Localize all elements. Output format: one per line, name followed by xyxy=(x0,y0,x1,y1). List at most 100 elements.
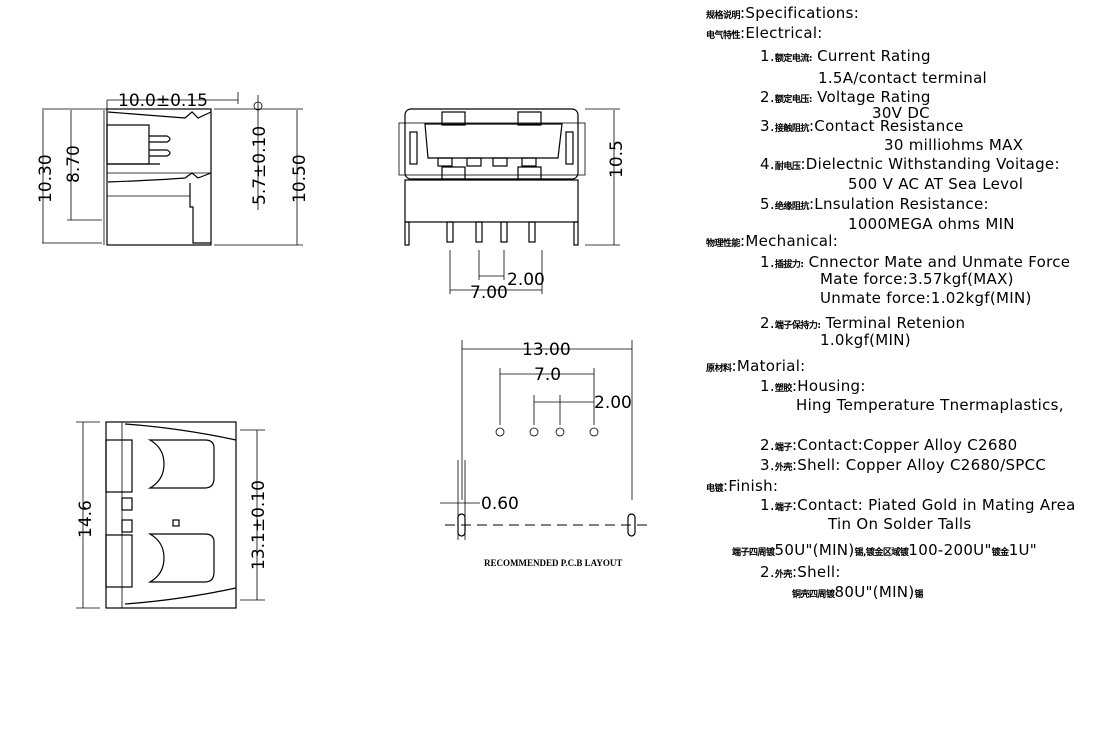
spec-text: :Contact: Piated Gold in Mating Area xyxy=(791,496,1076,514)
spec-cn: 电气特性 xyxy=(706,31,741,41)
spec-line: 电镀:Finish: xyxy=(706,477,778,498)
spec-prefix: 5. xyxy=(760,195,775,213)
dim-width: 10.0±0.15 xyxy=(118,91,208,111)
spec-line: 1.插拔力: Cnnector Mate and Unmate Force xyxy=(760,253,1070,274)
spec-line: 2.额定电压: Voltage Rating xyxy=(760,88,931,109)
spec-prefix: 2. xyxy=(760,563,775,581)
dim-pitch: 2.00 xyxy=(507,270,545,290)
spec-cn: 端子 xyxy=(774,443,793,453)
dim-height: 10.5 xyxy=(607,140,627,178)
spec-line: 2.端子:Contact:Copper Alloy C2680 xyxy=(760,436,1017,457)
dim-span: 7.00 xyxy=(470,283,508,303)
spec-cn: 电镀 xyxy=(706,484,724,494)
spec-line: 30 milliohms MAX xyxy=(884,136,1023,154)
spec-cn: 端子保持力: xyxy=(774,321,821,331)
spec-prefix: 1. xyxy=(760,47,775,65)
spec-text3: 1U" xyxy=(1008,541,1038,559)
spec-text: :Lnsulation Resistance: xyxy=(808,195,989,213)
pcb-caption: RECOMMENDED P.C.B LAYOUT xyxy=(484,558,622,568)
spec-text: Tin On Solder Talls xyxy=(828,515,972,533)
spec-line: 500 V AC AT Sea Levol xyxy=(848,175,1023,193)
dim-h1: 10.30 xyxy=(36,154,56,203)
spec-text: 30V DC xyxy=(872,104,930,122)
spec-text: Current Rating xyxy=(812,47,931,65)
spec-cn: 规格说明 xyxy=(706,11,741,21)
spec-line: 端子四周镀50U"(MIN)锡,镀金区域镀100-200U"镀金1U" xyxy=(732,541,1037,562)
dim-hole: 0.60 xyxy=(481,494,519,514)
dim-h4: 10.50 xyxy=(290,154,310,203)
spec-line: 1.端子:Contact: Piated Gold in Mating Area xyxy=(760,496,1076,517)
dim-pcb-width: 13.00 xyxy=(522,340,571,360)
spec-text: :Dielectnic Withstanding Voitage: xyxy=(800,155,1060,173)
spec-cn: 耐电压 xyxy=(774,162,801,172)
spec-line: 铜壳四周镀80U"(MIN)锡 xyxy=(792,583,923,604)
spec-cn: 插拔力: xyxy=(774,260,804,270)
spec-line: 3.外壳:Shell: Copper Alloy C2680/SPCC xyxy=(760,456,1046,477)
dim-h3: 5.7±0.10 xyxy=(250,126,270,205)
spec-cn: 原材料 xyxy=(706,364,732,374)
spec-text: Terminal Retenion xyxy=(820,314,966,332)
spec-cn: 接触阻抗 xyxy=(774,124,810,134)
spec-line: 1.塑胶:Housing: xyxy=(760,377,866,398)
dim-depth: 14.6 xyxy=(76,500,96,538)
spec-cn: 端子 xyxy=(774,503,793,513)
spec-text: :Mechanical: xyxy=(740,232,839,250)
dim-inner: 13.1±0.10 xyxy=(249,480,269,570)
spec-text: :Shell: Copper Alloy C2680/SPCC xyxy=(791,456,1047,474)
spec-cn: 端子四周镀 xyxy=(732,548,775,558)
spec-line: 4.耐电压:Dielectnic Withstanding Voitage: xyxy=(760,155,1060,176)
spec-cn: 额定电压: xyxy=(774,95,813,105)
spec-prefix: 2. xyxy=(760,88,775,106)
spec-text: Voltage Rating xyxy=(812,88,931,106)
spec-text: :Electrical: xyxy=(740,24,823,42)
spec-text: 50U"(MIN) xyxy=(774,541,855,559)
spec-prefix: 2. xyxy=(760,314,775,332)
spec-text: 1.0kgf(MIN) xyxy=(820,331,911,349)
spec-text: :Contact Resistance xyxy=(808,117,964,135)
spec-cn: 额定电流: xyxy=(774,54,813,64)
spec-cn: 物理性能 xyxy=(706,239,741,249)
spec-text: Unmate force:1.02kgf(MIN) xyxy=(820,289,1032,307)
spec-line: Tin On Solder Talls xyxy=(828,515,972,533)
spec-text: 500 V AC AT Sea Levol xyxy=(848,175,1024,193)
spec-line: Hing Temperature Tnermaplastics, xyxy=(796,396,1064,414)
spec-line: 30V DC xyxy=(872,104,930,122)
spec-prefix: 1. xyxy=(760,496,775,514)
spec-cn: 铜壳四周镀 xyxy=(792,590,835,600)
dim-pcb-span: 7.0 xyxy=(534,365,561,385)
spec-text: Hing Temperature Tnermaplastics, xyxy=(796,396,1064,414)
bottom-view: 14.6 13.1±0.10 xyxy=(76,421,269,609)
spec-cn2: 锡,镀金区域镀 xyxy=(854,548,909,558)
dim-pcb-pitch: 2.00 xyxy=(594,393,632,413)
spec-line: Unmate force:1.02kgf(MIN) xyxy=(820,289,1032,307)
spec-prefix: 3. xyxy=(760,117,775,135)
spec-text: :Shell: xyxy=(791,563,841,581)
spec-cn3: 镀金 xyxy=(991,548,1010,558)
spec-line: 物理性能:Mechanical: xyxy=(706,232,838,253)
spec-prefix: 4. xyxy=(760,155,775,173)
pcb-layout: 13.00 7.0 2.00 0.60 RECOMMENDED P.C.B LA… xyxy=(440,340,650,568)
spec-prefix: 1. xyxy=(760,377,775,395)
spec-line: 1.0kgf(MIN) xyxy=(820,331,911,349)
spec-cn: 绝缘阻抗 xyxy=(774,202,810,212)
spec-text: 30 milliohms MAX xyxy=(884,136,1024,154)
spec-text: :Contact:Copper Alloy C2680 xyxy=(791,436,1018,454)
spec-text: Mate force:3.57kgf(MAX) xyxy=(820,270,1014,288)
spec-prefix: 2. xyxy=(760,436,775,454)
spec-line: 5.绝缘阻抗:Lnsulation Resistance: xyxy=(760,195,989,216)
spec-cn2: 锡 xyxy=(914,590,923,600)
spec-line: 1.额定电流: Current Rating xyxy=(760,47,931,68)
spec-line: 2.外壳:Shell: xyxy=(760,563,841,584)
spec-line: 电气特性:Electrical: xyxy=(706,24,823,45)
spec-cn: 塑胶 xyxy=(774,384,793,394)
spec-line: 1000MEGA ohms MIN xyxy=(848,215,1015,233)
spec-line: 规格说明:Specifications: xyxy=(706,4,859,25)
spec-prefix: 3. xyxy=(760,456,775,474)
front-view: 10.5 2.00 7.00 xyxy=(398,108,627,303)
dim-h2: 8.70 xyxy=(64,145,84,183)
spec-cn: 外壳 xyxy=(774,463,793,473)
side-view: 10.0±0.15 10.30 8.70 5.7±0.10 10.50 xyxy=(36,91,310,246)
spec-line: 3.接触阻抗:Contact Resistance xyxy=(760,117,964,138)
spec-line: 原材料:Matorial: xyxy=(706,357,806,378)
